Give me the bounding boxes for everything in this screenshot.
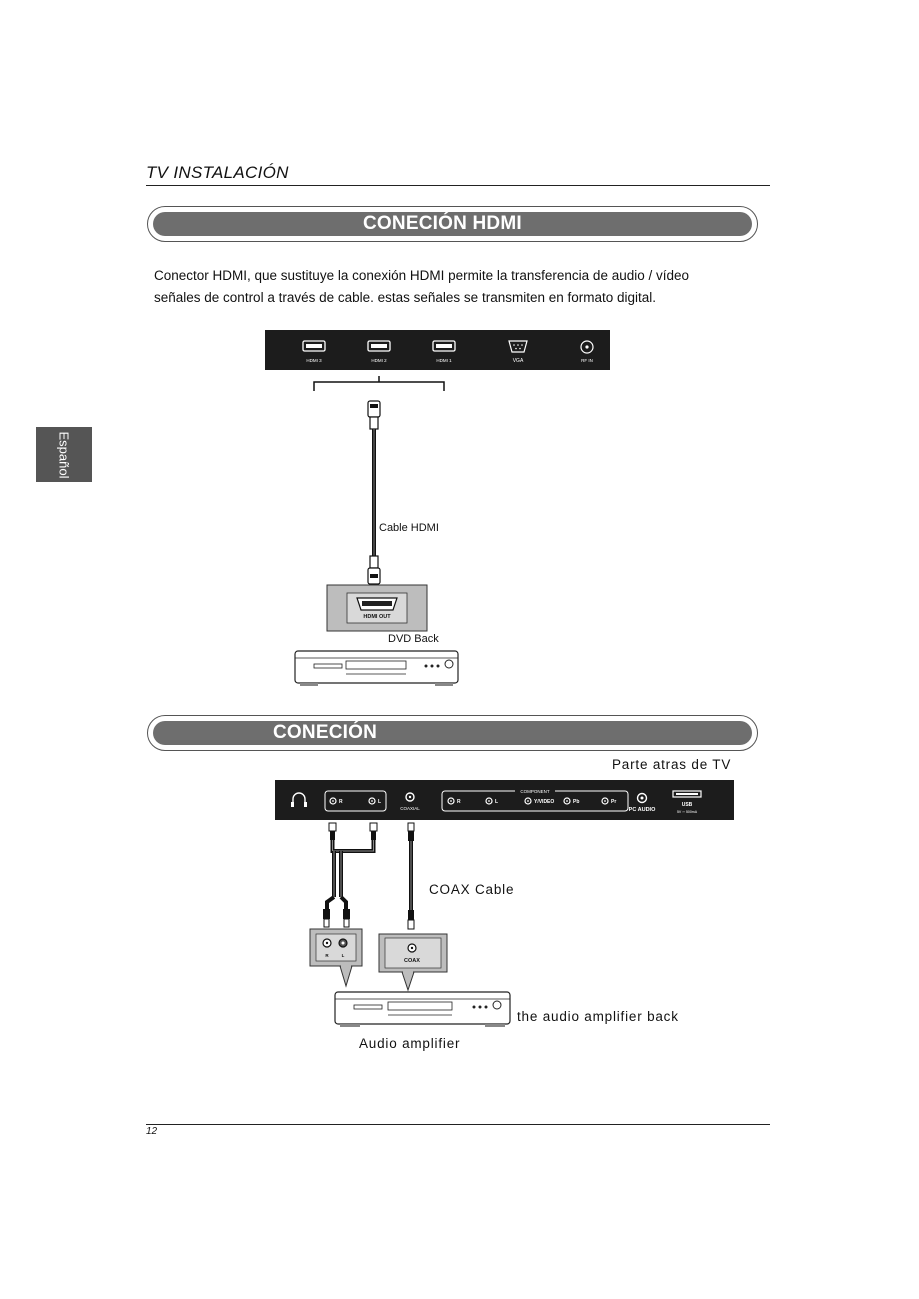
dvd-back-label: DVD Back <box>388 633 439 645</box>
audio-amplifier-icon <box>334 991 511 1027</box>
tv-audio-panel <box>275 780 734 820</box>
usb-label: USB <box>682 802 693 808</box>
coaxial-jack-icon <box>405 792 415 802</box>
rca-audio-cable <box>323 822 378 928</box>
coax-cable <box>407 822 415 930</box>
component-l-jack-icon <box>485 797 493 805</box>
hdmi-out-port-icon <box>356 597 398 611</box>
component-pr-jack-icon <box>601 797 609 805</box>
amp-coax-label: COAX <box>404 958 420 964</box>
tv-port-label-rf-in: RF IN <box>581 358 593 363</box>
hdmi-section-title: CONECIÓN HDMI <box>363 213 522 234</box>
hdmi-cable <box>367 400 381 585</box>
pc-audio-label: PC AUDIO <box>629 807 656 813</box>
coax-cable-label: COAX Cable <box>429 882 515 897</box>
hdmi-description-line-1: Conector HDMI, que sustituye la conexión… <box>154 268 690 283</box>
hdmi-section-banner: CONECIÓN HDMI <box>147 206 758 242</box>
audio-out-group <box>324 790 387 812</box>
pc-audio-jack-icon <box>636 792 648 804</box>
hdmi2-port-icon <box>367 340 391 352</box>
component-title: COMPONENT <box>520 789 550 794</box>
hdmi-port-bracket <box>313 376 445 391</box>
amp-back-label: the audio amplifier back <box>517 1009 679 1024</box>
tv-audio-r-label: R <box>339 799 343 805</box>
tv-port-label-hdmi2: HDMI 2 <box>371 358 387 363</box>
component-r-jack-icon <box>447 797 455 805</box>
rf-in-port-icon <box>580 340 594 354</box>
vga-port-icon <box>508 340 528 353</box>
usb-sublabel: 5V ⎓ 500mA <box>677 810 698 814</box>
header-rule <box>146 185 770 186</box>
audio-r-jack-icon <box>329 797 337 805</box>
usb-port-icon <box>672 790 702 798</box>
hdmi-description-line-2: señales de control a través de cable. es… <box>154 290 657 305</box>
audio-l-jack-icon <box>368 797 376 805</box>
tv-port-label-hdmi3: HDMI 3 <box>306 358 322 363</box>
component-r-label: R <box>457 799 461 805</box>
page-title: TV INSTALACIÓN <box>146 163 289 182</box>
component-y-label: Y/VIDEO <box>534 799 554 805</box>
hdmi-cable-label: Cable HDMI <box>379 522 439 534</box>
language-side-tab: Español <box>36 427 92 482</box>
dvd-player-icon <box>294 650 459 686</box>
audio-section-banner: CONECIÓN <box>147 715 758 751</box>
component-pb-jack-icon <box>563 797 571 805</box>
amp-rca-callout <box>309 928 363 988</box>
tv-port-label-hdmi1: HDMI 1 <box>436 358 452 363</box>
amp-label: Audio amplifier <box>359 1036 461 1051</box>
amp-rca-l-label: L <box>342 953 345 958</box>
tv-coaxial-label: COAXIAL <box>400 806 420 811</box>
component-pb-label: Pb <box>573 799 579 805</box>
audio-section-title: CONECIÓN <box>273 722 377 743</box>
amp-rca-r-label: R <box>325 953 329 958</box>
headphone-icon <box>291 792 307 807</box>
tv-port-label-vga: VGA <box>513 358 524 364</box>
tv-audio-l-label: L <box>378 799 381 805</box>
hdmi3-port-icon <box>302 340 326 352</box>
amp-coax-callout <box>378 933 448 992</box>
tv-back-label: Parte atras de TV <box>612 757 732 772</box>
dvd-hdmi-out-label: HDMI OUT <box>363 614 391 620</box>
footer-rule <box>146 1124 770 1125</box>
hdmi1-port-icon <box>432 340 456 352</box>
page-number: 12 <box>146 1126 158 1137</box>
tv-hdmi-panel <box>265 330 610 370</box>
component-pr-label: Pr <box>611 799 616 805</box>
component-y-jack-icon <box>524 797 532 805</box>
component-l-label: L <box>495 799 498 805</box>
